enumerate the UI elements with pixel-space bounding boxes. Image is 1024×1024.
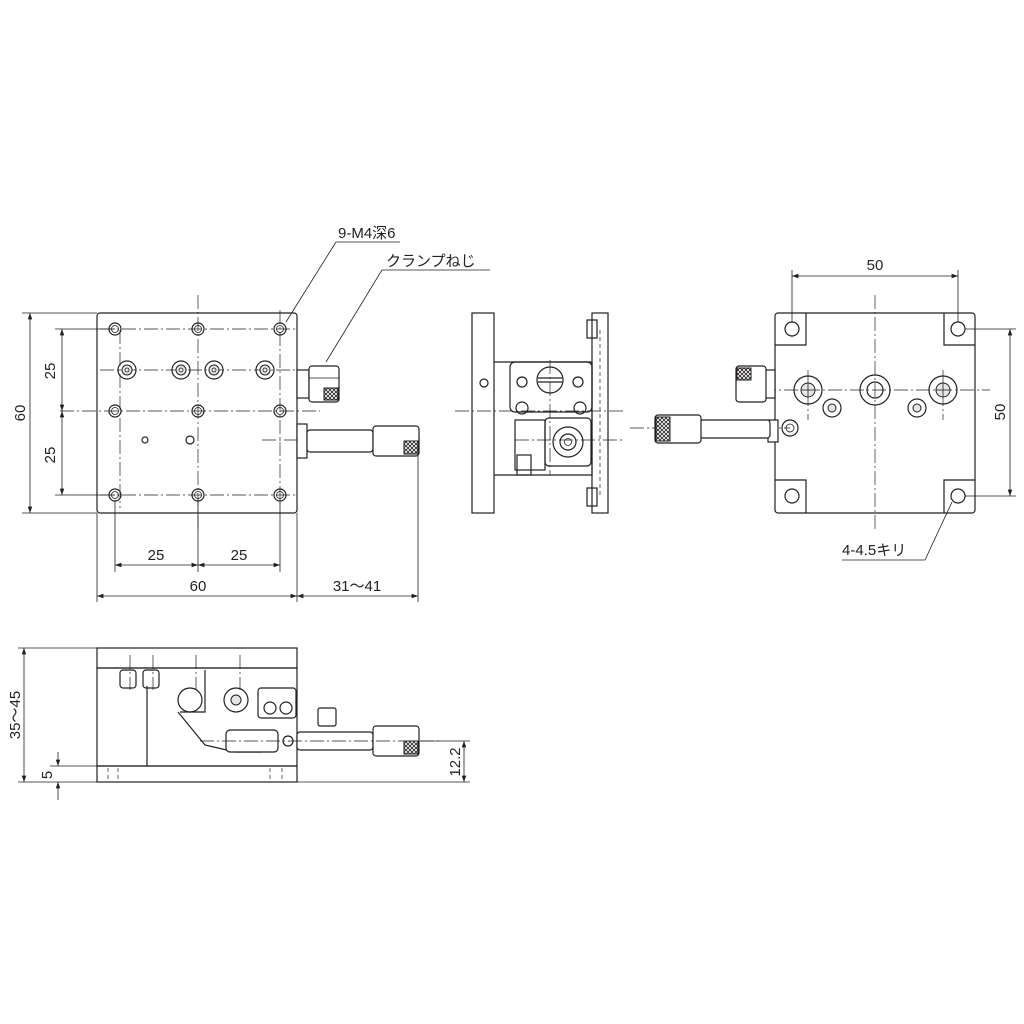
dim-side-height: 35〜45 — [7, 691, 24, 739]
tapped-holes — [108, 322, 287, 502]
side-view: 35〜45 5 12.2 — [7, 647, 470, 800]
dim-top-pitch-x1: 25 — [148, 547, 165, 564]
dim-knob-travel: 31〜41 — [333, 578, 381, 595]
counterbore-screws — [117, 360, 275, 380]
tapped-holes-label: 9-M4深6 — [338, 225, 396, 242]
dim-side-base: 5 — [39, 771, 56, 779]
micrometer-knob — [296, 423, 420, 459]
dim-side-knob-height: 12.2 — [447, 747, 464, 776]
clamp-screw — [296, 365, 340, 403]
dim-top-pitch-y2: 25 — [42, 447, 59, 464]
front-view — [455, 312, 625, 514]
dim-bottom-pitch-y: 50 — [992, 404, 1009, 421]
clamp-screw-label: クランプねじ — [386, 253, 476, 270]
dim-top-width: 60 — [190, 578, 207, 595]
dim-top-pitch-x2: 25 — [231, 547, 248, 564]
top-view: 9-M4深6 クランプねじ 60 25 25 25 25 60 31〜41 — [12, 225, 490, 602]
dim-bottom-pitch-x: 50 — [867, 257, 884, 274]
bottom-view: 50 50 4-4.5キリ — [630, 257, 1016, 561]
dim-top-height: 60 — [12, 405, 29, 422]
through-holes-label: 4-4.5キリ — [842, 542, 906, 559]
dim-top-pitch-y1: 25 — [42, 363, 59, 380]
